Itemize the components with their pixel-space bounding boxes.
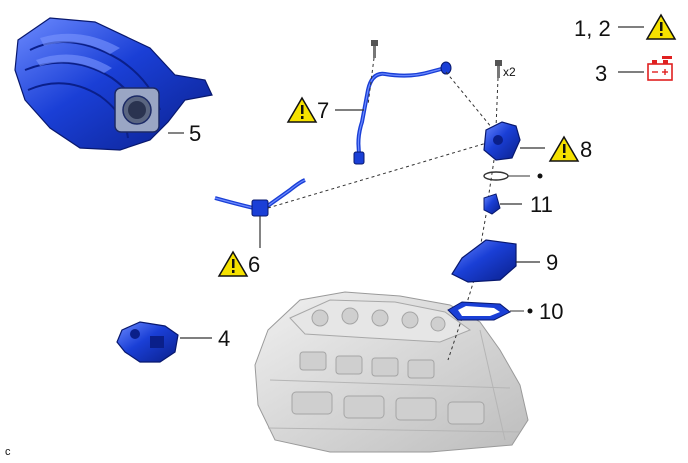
non-reusable-dot-icon bbox=[527, 308, 533, 314]
bolt-pair bbox=[495, 60, 502, 78]
intake-manifold bbox=[14, 17, 213, 151]
part-9-insulator bbox=[451, 239, 540, 283]
callout-8: 8 bbox=[580, 137, 592, 162]
warning-triangle-icon bbox=[286, 96, 318, 123]
callout-5: 5 bbox=[189, 121, 201, 146]
corner-code: c bbox=[5, 446, 11, 458]
part-8-fuel-pump bbox=[483, 121, 545, 161]
part-10-gasket bbox=[447, 301, 524, 321]
bolt-quantity: x2 bbox=[503, 65, 516, 79]
callout-9: 9 bbox=[546, 250, 558, 275]
non-reusable-dot-icon bbox=[537, 173, 543, 179]
o-ring bbox=[483, 171, 530, 181]
part-4-valve bbox=[116, 321, 212, 363]
callout-3: 3 bbox=[595, 61, 607, 86]
callout-10: 10 bbox=[539, 299, 563, 324]
callout-7: 7 bbox=[317, 98, 329, 123]
callout-1-2: 1, 2 bbox=[574, 16, 611, 41]
warning-triangle-icon bbox=[548, 135, 580, 162]
part-7-fuel-hose bbox=[335, 61, 452, 165]
warning-triangle-icon bbox=[645, 13, 677, 40]
part-11-lifter bbox=[483, 193, 522, 215]
warning-triangle-icon bbox=[217, 250, 249, 277]
callout-6: 6 bbox=[248, 252, 260, 277]
part-6-fuel-pipe bbox=[214, 178, 306, 248]
battery-terminal-icon bbox=[618, 56, 673, 81]
callout-11: 11 bbox=[530, 192, 553, 217]
callout-4: 4 bbox=[218, 326, 230, 351]
bolt-top bbox=[371, 40, 378, 58]
engine-block bbox=[254, 291, 529, 453]
